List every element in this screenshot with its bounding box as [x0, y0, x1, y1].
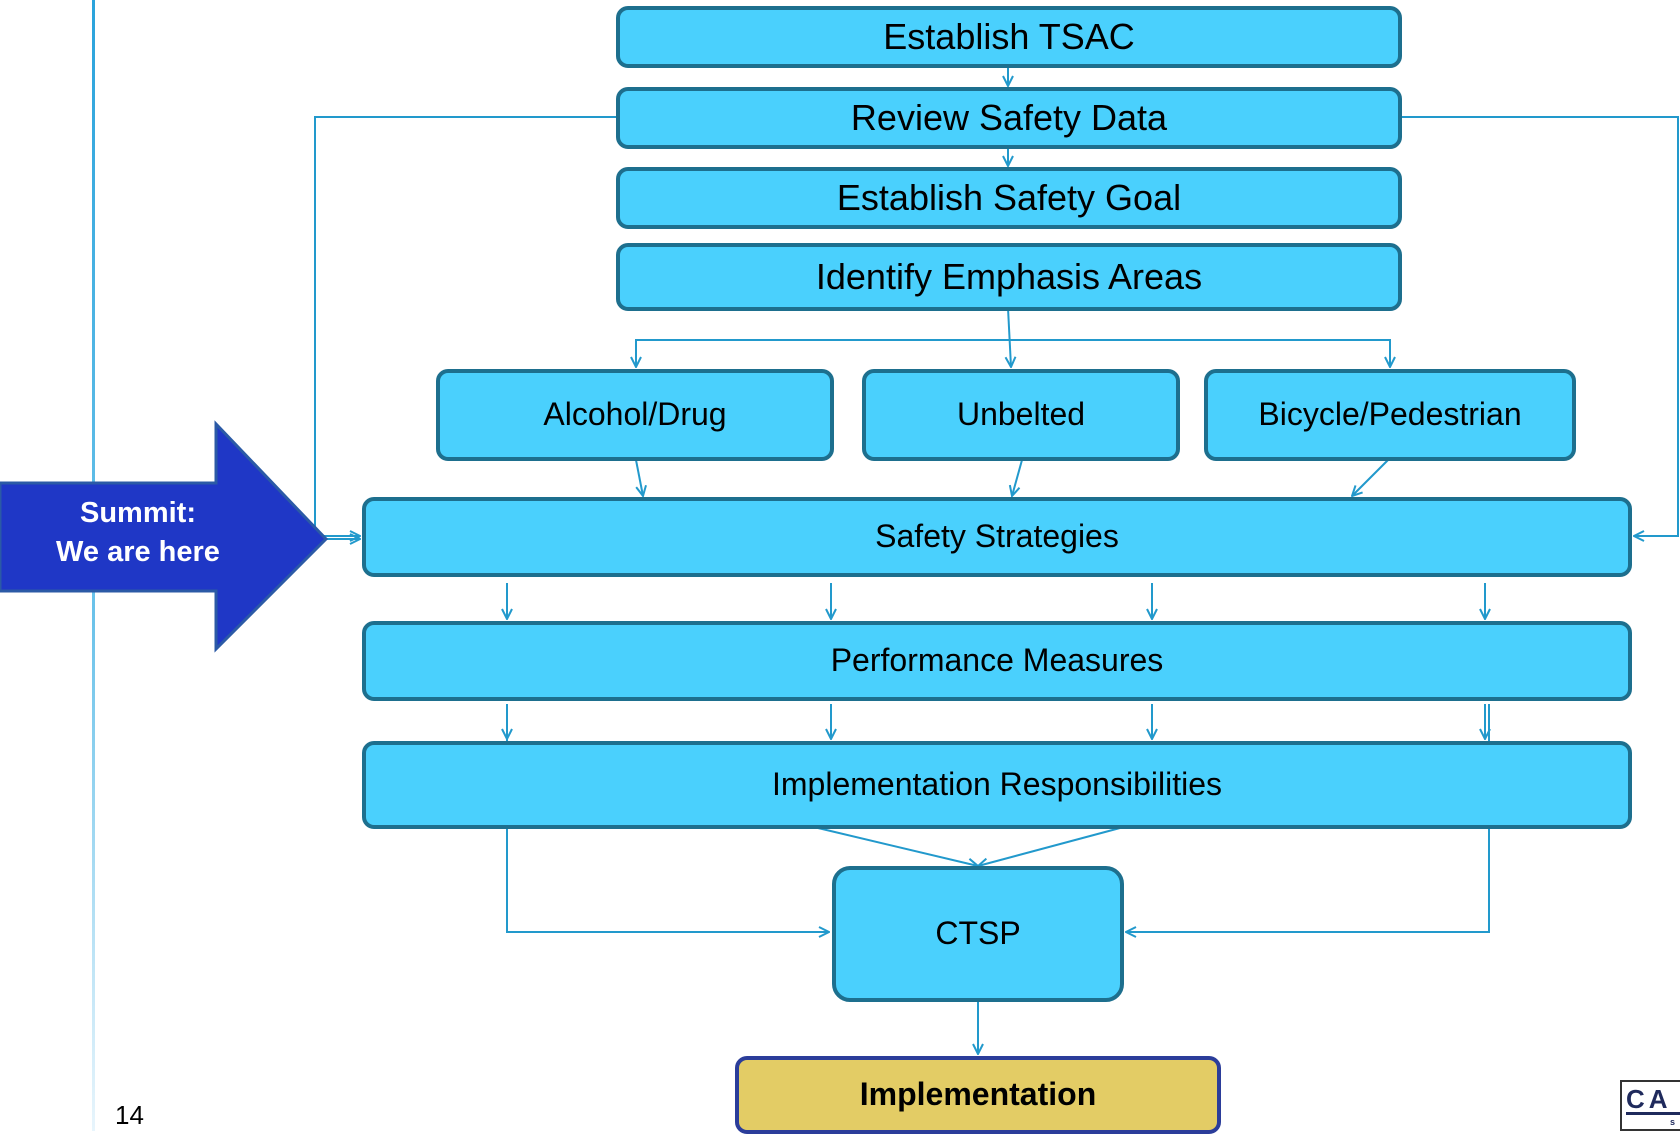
step-establish-tsac: Establish TSAC — [616, 6, 1402, 68]
organization-logo: CA s — [1620, 1080, 1680, 1131]
step-establish-safety-goal: Establish Safety Goal — [616, 167, 1402, 229]
connector-emphasis-alcohol — [636, 339, 1008, 367]
connector-responsibilities-ctsp-right — [978, 827, 1121, 866]
connector-emphasis-bikeped — [1008, 339, 1390, 367]
summit-arrow-label: Summit: We are here — [0, 494, 276, 572]
summit-label-line1: Summit: — [80, 497, 196, 529]
step-ctsp: CTSP — [832, 866, 1124, 1002]
logo-underline — [1626, 1112, 1680, 1115]
step-safety-strategies: Safety Strategies — [362, 497, 1632, 577]
emphasis-unbelted: Unbelted — [862, 369, 1180, 461]
step-implementation-responsibilities: Implementation Responsibilities — [362, 741, 1632, 829]
connector-unbelted-strategies — [1012, 459, 1023, 496]
summit-label-line2: We are here — [56, 536, 220, 569]
connector-bikeped-strategies — [1352, 459, 1389, 496]
emphasis-alcohol-drug: Alcohol/Drug — [436, 369, 834, 461]
connector-review-strategies-left — [314, 116, 616, 536]
connector-review-strategies-right — [1400, 116, 1679, 536]
emphasis-bicycle-pedestrian: Bicycle/Pedestrian — [1204, 369, 1576, 461]
connector-emphasis-unbelted — [1008, 307, 1011, 367]
logo-letters: CA — [1626, 1084, 1672, 1114]
connector-alcohol-strategies — [635, 459, 643, 496]
logo-subtext: s — [1670, 1117, 1676, 1127]
step-identify-emphasis-areas: Identify Emphasis Areas — [616, 243, 1402, 311]
page-number: 14 — [115, 1100, 144, 1130]
step-performance-measures: Performance Measures — [362, 621, 1632, 701]
step-review-safety-data: Review Safety Data — [616, 87, 1402, 149]
connector-responsibilities-ctsp-left — [817, 827, 978, 866]
step-implementation: Implementation — [735, 1056, 1221, 1134]
summit-arrow-shape — [0, 420, 329, 653]
